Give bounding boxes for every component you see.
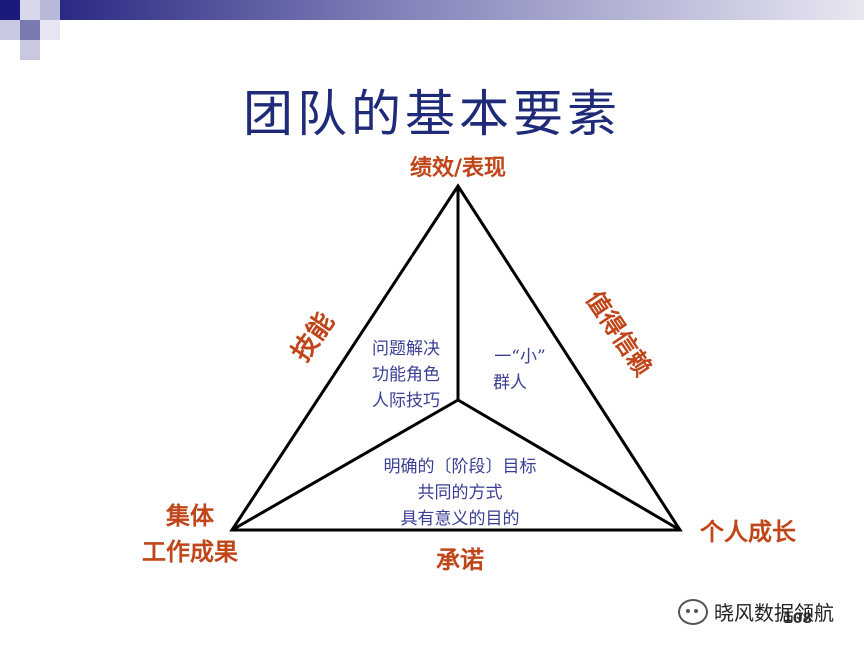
page-number: 108: [783, 611, 813, 627]
vertex-left-label-2: 工作成果: [142, 538, 238, 566]
region-bottom-line-2: 共同的方式: [418, 483, 503, 503]
line-left-center: [231, 398, 459, 532]
page-title: 团队的基本要素: [243, 85, 621, 143]
header-decoration: [0, 0, 864, 60]
wechat-icon: [678, 598, 708, 625]
region-bottom-line-1: 明确的〔阶段〕目标: [384, 457, 537, 477]
region-left-line-2: 功能角色: [372, 365, 440, 385]
vertex-left-label-1: 集体: [165, 502, 215, 530]
outer-triangle: [229, 183, 683, 532]
watermark-text: 晓风数据领航: [714, 601, 834, 625]
edge-bottom-label: 承诺: [436, 546, 484, 574]
vertex-right-label: 个人成长: [700, 518, 797, 546]
region-right-line-2: 群人: [493, 373, 527, 393]
region-bottom-line-3: 具有意义的目的: [401, 509, 520, 529]
edge-left-label: 技能: [285, 307, 340, 367]
region-right-line-1: 一“小”: [494, 347, 545, 367]
vertex-top-label: 绩效/表现: [410, 155, 506, 181]
edge-right-label: 值得信赖: [580, 286, 657, 381]
region-left-line-3: 人际技巧: [372, 391, 440, 411]
watermark: 晓风数据领航: [678, 597, 834, 626]
region-left-line-1: 问题解决: [372, 339, 440, 359]
line-right-center: [457, 398, 681, 532]
